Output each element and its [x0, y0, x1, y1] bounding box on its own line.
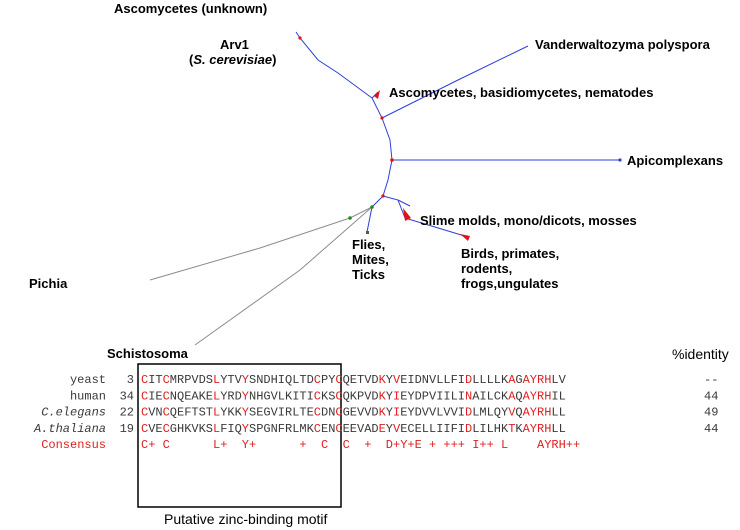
consensus-sequence: C+ C L+ Y+ + C C + D+Y+E + +++ I++ L AYR… [141, 438, 580, 452]
phylogenetic-tree [149, 31, 622, 346]
zinc-motif-box [137, 363, 342, 508]
branch-birds [404, 217, 469, 238]
label-rodents: rodents, [461, 261, 512, 276]
node-marker [366, 231, 369, 234]
tree-nodes [298, 36, 622, 241]
alignment-rows: yeast 3 CITCMRPVDSLYTVYSNDHIQLTDCPYCQETVDK… [33, 373, 718, 452]
label-ascomycetes-unknown: Ascomycetes (unknown) [114, 1, 267, 16]
label-vanderwaltozyma: Vanderwaltozyma polyspora [535, 37, 711, 52]
consensus-name: Consensus [41, 438, 106, 452]
tree-labels: Ascomycetes (unknown) Arv1 (S. cerevisia… [29, 1, 723, 361]
percent-identity: 44 [704, 422, 718, 436]
sequence-name: A.thaliana [33, 422, 106, 436]
branch-trunk [381, 117, 393, 161]
node-marker [460, 234, 470, 241]
sequence-name: human [70, 389, 106, 403]
branch-slime-molds-2 [397, 199, 411, 207]
percent-identity: 44 [704, 389, 718, 403]
label-arv1: Arv1 [220, 37, 249, 52]
sequence-start: 34 [120, 389, 134, 403]
sequence-alignment: %identity Putative zinc-binding motif ye… [33, 346, 729, 527]
sequence-residues: CVNCQEFTSTLYKKYSEGVIRLTECDNCGEVVDKYIEYDV… [141, 406, 566, 420]
sequence-residues: CITCMRPVDSLYTVYSNDHIQLTDCPYCQETVDKYVEIDN… [141, 373, 567, 387]
label-pichia: Pichia [29, 276, 68, 291]
percent-identity: 49 [704, 406, 718, 420]
branch-lower [382, 159, 393, 197]
branch-schistosoma [194, 206, 373, 346]
label-mites: Mites, [352, 252, 389, 267]
sequence-start: 3 [127, 373, 134, 387]
branch-ascomycetes-unknown [295, 31, 373, 99]
sequence-start: 22 [120, 406, 134, 420]
sequence-name: C.elegans [41, 406, 106, 420]
branch-slime-molds [382, 195, 406, 219]
label-apicomplexans: Apicomplexans [627, 153, 723, 168]
node-dot [298, 36, 302, 40]
label-frogs: frogs,ungulates [461, 276, 559, 291]
label-slime-molds: Slime molds, mono/dicots, mosses [420, 213, 637, 228]
sequence-residues: CVECGHKVKSLFIQYSPGNFRLMKCENCEEVADEYVECEL… [141, 422, 566, 436]
branch-flies [366, 195, 384, 233]
node-dot [348, 216, 352, 220]
sequence-name: yeast [70, 373, 106, 387]
label-asco-basidio-nematodes: Ascomycetes, basidiomycetes, nematodes [389, 85, 653, 100]
label-flies: Flies, [352, 237, 385, 252]
node-dot [390, 158, 394, 162]
tree-blue-branches [295, 31, 620, 238]
label-ticks: Ticks [352, 267, 385, 282]
percent-identity: -- [704, 373, 718, 387]
node-dot [381, 194, 385, 198]
node-marker [403, 208, 411, 221]
node-dot [380, 116, 384, 120]
branch-pichia [149, 217, 351, 281]
sequence-residues: CIECNQEAKELYRDYNHGVLKITICKSCQKPVDKYIEYDP… [141, 389, 566, 403]
label-birds: Birds, primates, [461, 246, 559, 261]
branch-vanderwaltozyma [381, 45, 529, 119]
branch-asco-node [371, 97, 383, 119]
label-schistosoma: Schistosoma [107, 346, 189, 361]
node-marker [374, 90, 380, 99]
node-dot [370, 205, 374, 209]
node-dot [618, 158, 622, 162]
motif-caption: Putative zinc-binding motif [164, 511, 328, 527]
tree-gray-branches [149, 206, 373, 346]
label-arv1-species: (S. cerevisiae) [189, 52, 276, 67]
branch-pichia-link [349, 206, 373, 219]
sequence-start: 19 [120, 422, 134, 436]
identity-header: %identity [672, 346, 729, 362]
